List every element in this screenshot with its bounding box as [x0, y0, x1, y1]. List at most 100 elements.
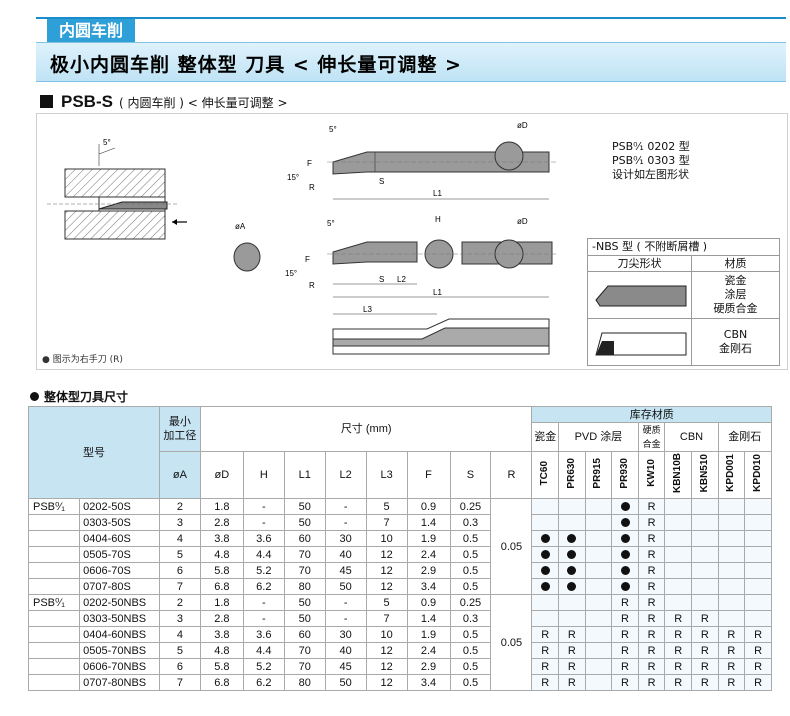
dim-L1-top: L1	[433, 189, 442, 198]
model-prefix	[27, 562, 81, 579]
stock-cell: R	[717, 658, 746, 675]
cell-a: 6	[158, 658, 201, 675]
cell-l3: 12	[365, 562, 408, 579]
stock-cell: R	[531, 642, 560, 659]
cell-a: 5	[158, 642, 201, 659]
cell-f: 3.4	[406, 578, 451, 595]
model-prefix	[27, 546, 81, 563]
col-header-3: L1	[283, 451, 326, 499]
angle-15-top: 15°	[287, 173, 299, 182]
cell-a: 4	[158, 626, 201, 643]
stock-cell: R	[637, 498, 666, 515]
cell-h: 5.2	[242, 658, 285, 675]
stock-cell	[691, 578, 719, 595]
stock-cell: R	[664, 674, 693, 691]
cell-d: 1.8	[199, 498, 244, 515]
cell-h: 4.4	[242, 546, 285, 563]
cell-l1: 70	[283, 658, 326, 675]
header-model: 型号	[28, 406, 160, 499]
stock-dot-icon	[540, 581, 550, 591]
model-code: 0303-50S	[79, 514, 160, 531]
top-rule	[36, 17, 786, 19]
stock-cell	[744, 546, 772, 563]
cell-d: 3.8	[199, 530, 244, 547]
stock-cell: R	[637, 530, 666, 547]
cell-s: 0.25	[449, 498, 492, 515]
stock-cell	[691, 562, 719, 579]
dim-D-top: øD	[517, 121, 528, 130]
cell-l2: 40	[324, 642, 367, 659]
note-line-1: PSB⁰⁄₁ 0202 型	[612, 140, 690, 153]
cell-l2: 45	[324, 562, 367, 579]
cell-l1: 50	[283, 514, 326, 531]
cell-d: 3.8	[199, 626, 244, 643]
model-code: 0505-70S	[79, 546, 160, 563]
note-line-2: PSB⁰⁄₁ 0303 型	[612, 154, 690, 167]
model-prefix	[27, 610, 81, 627]
stock-dot-icon	[567, 581, 577, 591]
header-size: 尺寸 (mm)	[199, 406, 533, 452]
cell-s: 0.5	[449, 578, 492, 595]
cell-a: 7	[158, 674, 201, 691]
dim-F-top: F	[307, 159, 312, 168]
cell-s: 0.5	[449, 562, 492, 579]
stock-cell	[531, 546, 560, 563]
cell-d: 4.8	[199, 642, 244, 659]
tip-shape-svg-1	[595, 285, 687, 307]
angle-label-top: 5°	[329, 125, 337, 134]
cell-d: 6.8	[199, 578, 244, 595]
stock-cell: R	[691, 658, 719, 675]
nbs-material-2: CBN 金刚石	[692, 319, 779, 365]
cell-l3: 12	[365, 658, 408, 675]
cell-s: 0.5	[449, 658, 492, 675]
model-code: 0606-70NBS	[79, 658, 160, 675]
stock-cell	[558, 610, 586, 627]
stock-cell	[531, 594, 560, 611]
stock-cell	[744, 498, 772, 515]
col-header-0: øA	[158, 451, 201, 499]
stock-cell	[691, 530, 719, 547]
stock-cell	[531, 530, 560, 547]
cell-f: 0.9	[406, 594, 451, 611]
cell-l2: -	[324, 610, 367, 627]
model-code: 0202-50S	[79, 498, 160, 515]
stock-cell: R	[744, 658, 772, 675]
col-header-8: R	[490, 451, 533, 499]
cell-l1: 80	[283, 674, 326, 691]
cell-h: 6.2	[242, 578, 285, 595]
stock-cell	[691, 514, 719, 531]
cell-l2: 50	[324, 578, 367, 595]
model-prefix	[27, 578, 81, 595]
cell-h: -	[242, 514, 285, 531]
col-header-4: L2	[324, 451, 367, 499]
model-prefix	[27, 514, 81, 531]
note-line-3: 设计如左图形状	[612, 168, 689, 181]
stock-dot-icon	[620, 501, 630, 511]
stock-cell: R	[637, 658, 666, 675]
stock-cell	[611, 498, 639, 515]
stock-cell	[664, 498, 693, 515]
tip-shape-image-1	[588, 272, 692, 318]
dim-R-mid: R	[309, 281, 315, 290]
stock-dot-icon	[540, 549, 550, 559]
stock-cell	[584, 514, 613, 531]
stock-cell: R	[717, 626, 746, 643]
dim-S-top: S	[379, 177, 384, 186]
nbs-col-material: 材质	[724, 257, 747, 270]
material-carbide: 硬质合金	[713, 302, 758, 315]
stock-cell: R	[558, 674, 586, 691]
product-subtitle: ( 内圆车削 ) < 伸长量可调整 >	[118, 96, 288, 110]
cell-h: 5.2	[242, 562, 285, 579]
angle-label-mid: 5°	[327, 219, 335, 228]
workpiece-figure: 5°	[47, 138, 187, 240]
cell-l2: 45	[324, 658, 367, 675]
table-title-text: 整体型刀具尺寸	[44, 390, 129, 404]
header-diamond: 金刚石	[717, 422, 773, 452]
